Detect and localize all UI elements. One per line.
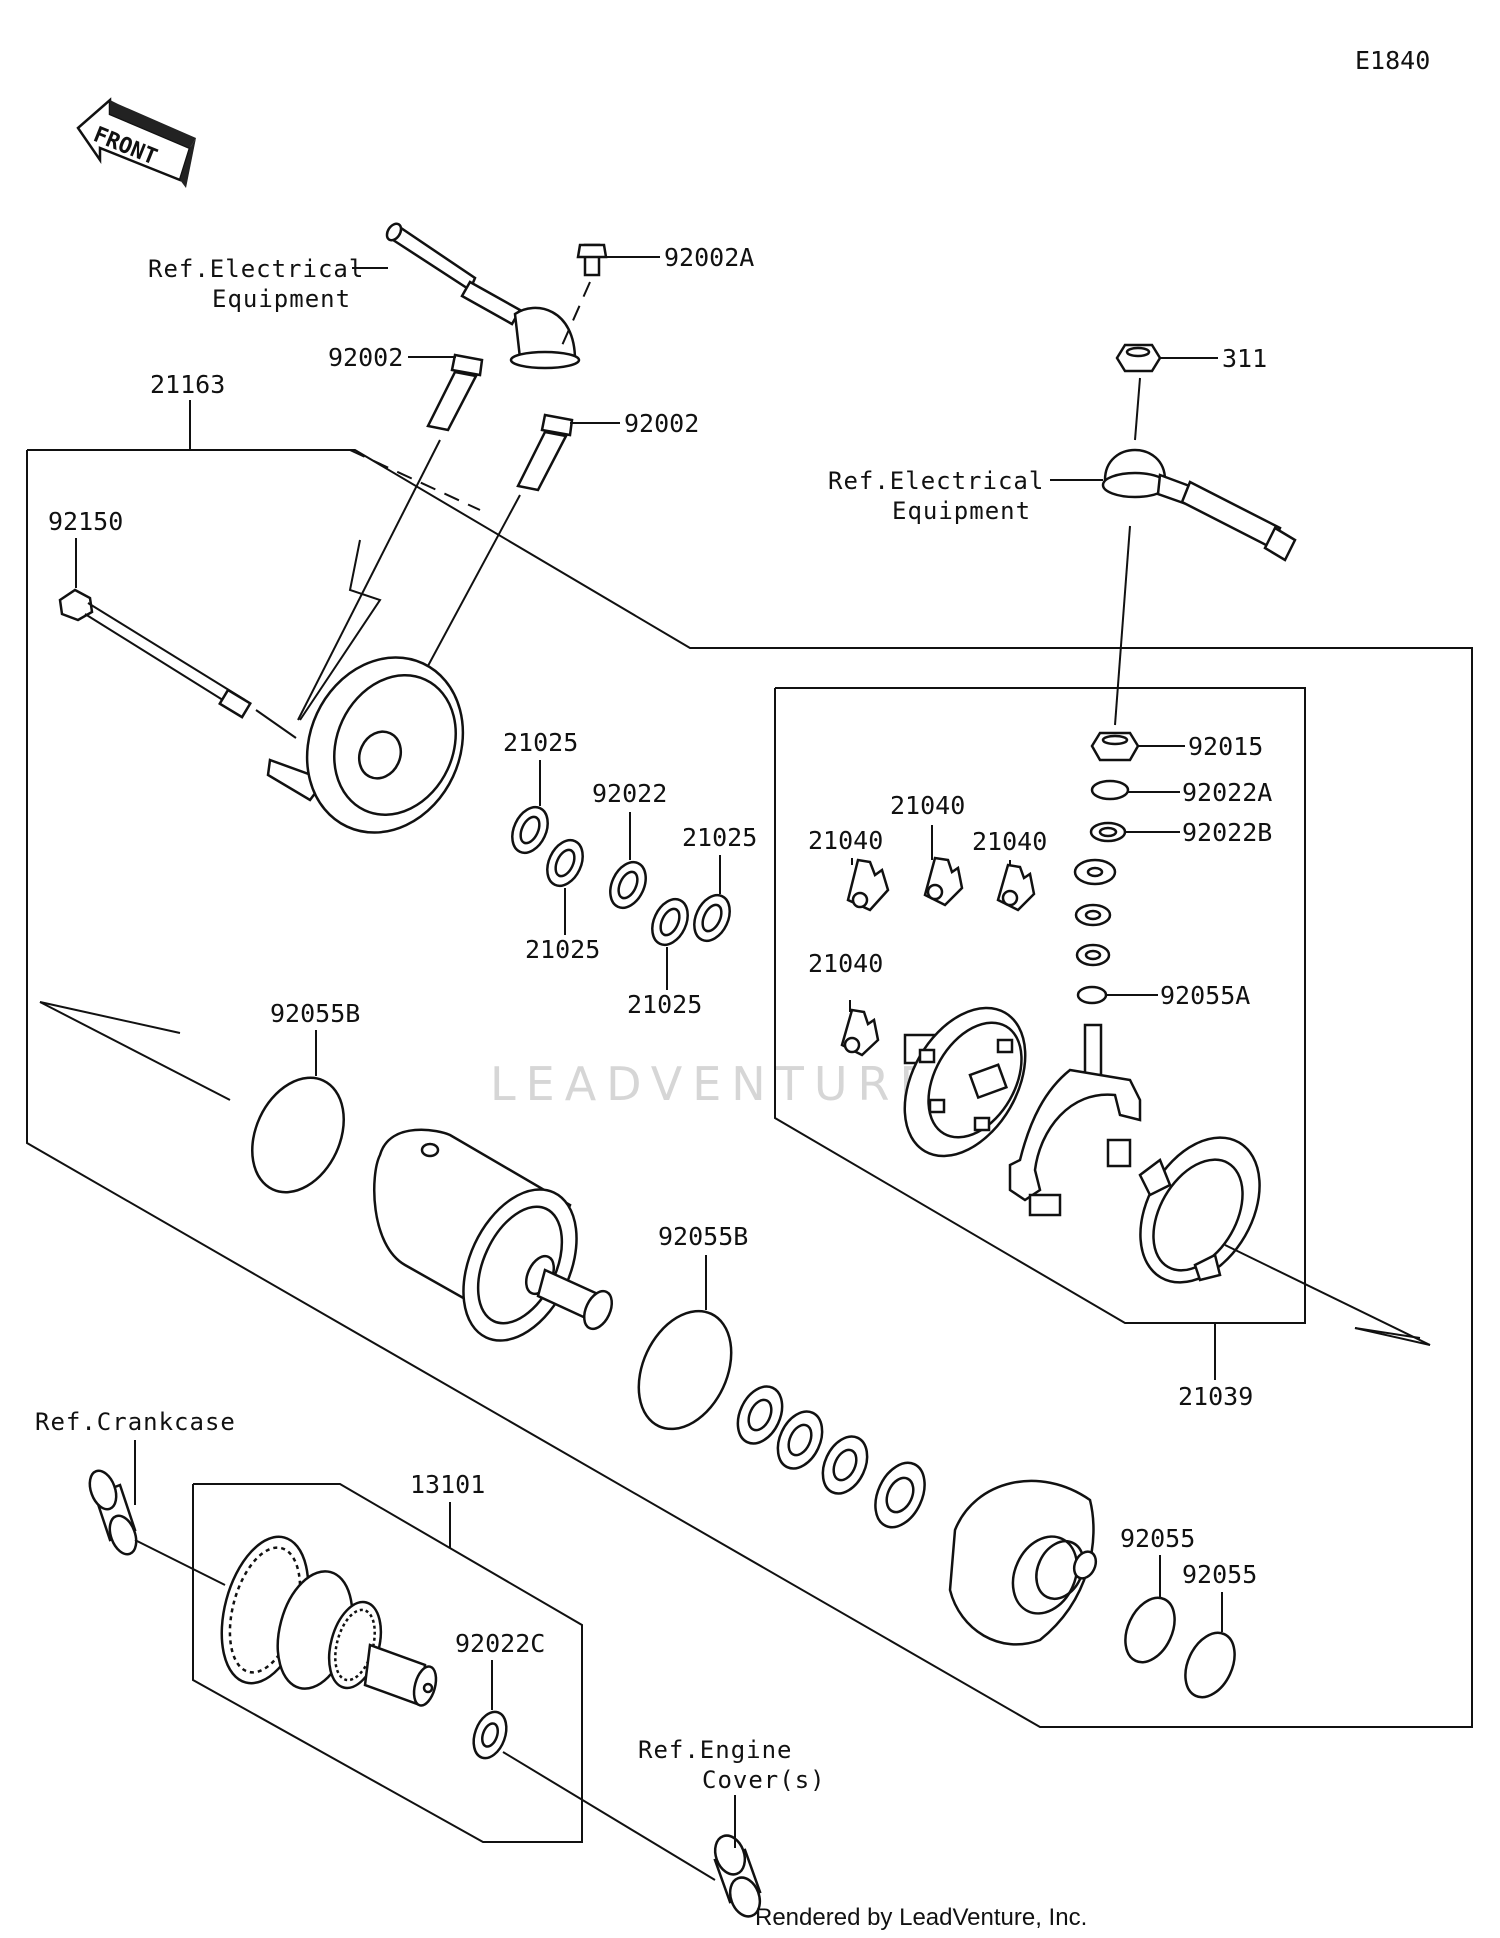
crankcase-bushing-icon — [88, 1469, 138, 1556]
brush-spring-21040-d-icon — [840, 1008, 880, 1057]
brush-spring-21040-a-icon — [846, 858, 890, 912]
ref-engine-cover-line2: Cover(s) — [702, 1766, 826, 1794]
part-label-21040-b: 21040 — [890, 791, 965, 820]
part-label-92022C: 92022C — [455, 1629, 545, 1658]
part-label-92055B-a: 92055B — [270, 999, 360, 1028]
starter-front-cover-icon — [266, 656, 465, 834]
rear-housing-ring-icon — [1138, 1136, 1261, 1284]
bolt-92002A-icon — [576, 243, 608, 277]
o-ring-92055-a-icon — [1124, 1596, 1176, 1664]
part-label-21040-d: 21040 — [808, 949, 883, 978]
ref-crankcase: Ref.Crankcase — [35, 1408, 236, 1436]
ref-electrical-left-line1: Ref.Electrical — [148, 255, 364, 283]
part-label-21163: 21163 — [150, 370, 225, 399]
part-label-92002-right: 92002 — [624, 409, 699, 438]
o-ring-92055B-a-icon — [251, 1076, 345, 1194]
part-label-92002-left: 92002 — [328, 343, 403, 372]
watermark-text: LEADVENTURE — [490, 1057, 939, 1111]
part-label-92015: 92015 — [1188, 732, 1263, 761]
washer-21025-d-icon — [693, 893, 731, 943]
part-label-311: 311 — [1222, 344, 1267, 373]
part-label-92022A: 92022A — [1182, 778, 1272, 807]
part-label-21039: 21039 — [1178, 1382, 1253, 1411]
starter-motor-yoke-icon — [373, 1128, 614, 1342]
bolt-92002-left-icon — [426, 353, 484, 432]
part-label-21025-b: 21025 — [525, 935, 600, 964]
washer-21025-a-icon — [511, 805, 549, 855]
group-13101-outline — [192, 1483, 583, 1843]
part-label-21025-c: 21025 — [627, 990, 702, 1019]
ref-electrical-right-line1: Ref.Electrical — [828, 467, 1044, 495]
o-ring-92055A-icon — [1076, 985, 1108, 1005]
part-label-21040-c: 21040 — [972, 827, 1047, 856]
shim-washers-icon — [736, 1385, 926, 1529]
washer-92022C-icon — [472, 1710, 508, 1760]
through-bolt-92150-icon — [58, 588, 253, 719]
lock-washer-92022A-icon — [1090, 779, 1130, 801]
starter-rear-bracket-icon — [948, 1479, 1098, 1646]
o-ring-92055B-b-icon — [637, 1309, 733, 1431]
washer-92022B-icon — [1089, 821, 1127, 843]
part-label-92022: 92022 — [592, 779, 667, 808]
brush-plate-icon — [903, 1006, 1027, 1158]
starter-cable-left-icon — [385, 222, 581, 370]
part-label-92150: 92150 — [48, 507, 123, 536]
ref-electrical-right-line2: Equipment — [892, 497, 1031, 525]
washer-21025-b-icon — [546, 838, 584, 888]
group-21039-outline — [774, 687, 1306, 1380]
nut-92015-icon — [1090, 731, 1140, 762]
render-credit: Rendered by LeadVenture, Inc. — [755, 1904, 1087, 1931]
brush-spring-21040-b-icon — [923, 856, 964, 907]
part-label-21025-a: 21025 — [503, 728, 578, 757]
part-label-21025-d: 21025 — [682, 823, 757, 852]
part-label-92055-a: 92055 — [1120, 1524, 1195, 1553]
bolt-92002-right-icon — [516, 413, 574, 492]
part-label-92022B: 92022B — [1182, 818, 1272, 847]
washer-92022-icon — [609, 860, 647, 910]
ref-electrical-left-line2: Equipment — [212, 285, 351, 313]
part-label-92055A: 92055A — [1160, 981, 1250, 1010]
terminal-bracket-icon — [1008, 1023, 1142, 1217]
part-label-21040-a: 21040 — [808, 826, 883, 855]
starter-idle-gear-13101-icon — [220, 1535, 438, 1707]
nut-311-icon — [1115, 343, 1162, 373]
part-label-92055-b: 92055 — [1182, 1560, 1257, 1589]
engine-cover-bushing-icon — [713, 1834, 762, 1918]
part-label-92055B-b: 92055B — [658, 1222, 748, 1251]
part-label-92002A: 92002A — [664, 243, 754, 272]
brush-spring-21040-c-icon — [996, 863, 1036, 912]
insulator-washers-icon — [1073, 858, 1117, 967]
diagram-code: E1840 — [1355, 46, 1430, 75]
washer-21025-c-icon — [651, 897, 689, 947]
front-arrow-icon: FRONT — [76, 97, 196, 188]
group-21163-outline — [26, 400, 1473, 1728]
part-label-13101: 13101 — [410, 1470, 485, 1499]
ref-engine-cover-line1: Ref.Engine — [638, 1736, 793, 1764]
o-ring-92055-b-icon — [1184, 1631, 1236, 1699]
starter-cable-right-icon — [1101, 448, 1297, 562]
